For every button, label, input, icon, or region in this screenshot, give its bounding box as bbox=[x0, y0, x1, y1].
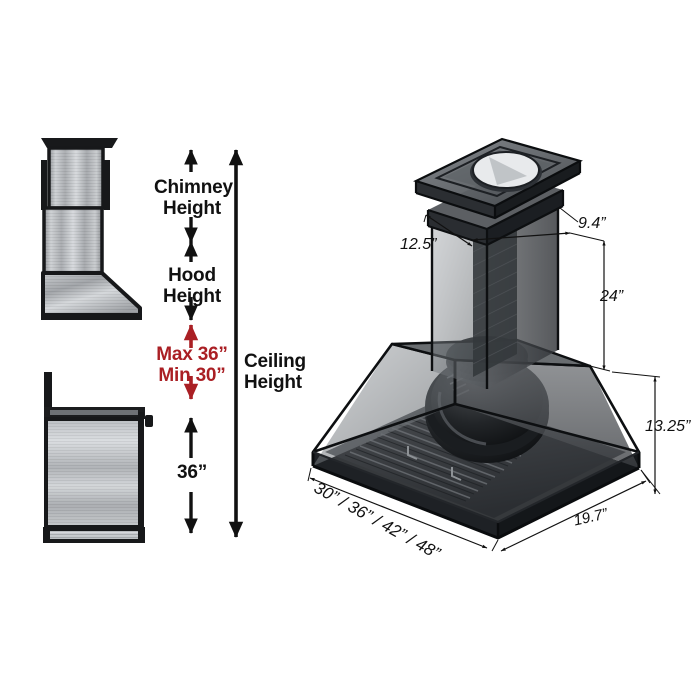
hood-depth-label: 19.7” bbox=[572, 505, 610, 530]
canopy-height-label: 13.25” bbox=[645, 418, 691, 435]
dimension-leaders bbox=[307, 207, 661, 552]
counter-height-label: 36” bbox=[176, 462, 208, 483]
hood-width-options-label: 30” / 36” / 42” / 48” bbox=[310, 478, 444, 563]
hood-isometric-render bbox=[311, 137, 641, 540]
chimney-height-label: Chimney Height bbox=[154, 177, 233, 219]
chimney-width-leader bbox=[472, 231, 571, 242]
ceiling-height-label: Ceiling Height bbox=[244, 351, 306, 393]
range-front-view bbox=[43, 372, 153, 543]
hood-side-profile-view bbox=[41, 138, 142, 320]
hood-height-label: Hood Height bbox=[163, 265, 221, 307]
chimney-height-label-iso: 24” bbox=[600, 288, 624, 305]
chimney-depth-label: 12.5” bbox=[400, 236, 437, 253]
clearance-label: Max 36” Min 30” bbox=[156, 344, 228, 386]
chimney-width-label: 9.4” bbox=[578, 215, 606, 232]
